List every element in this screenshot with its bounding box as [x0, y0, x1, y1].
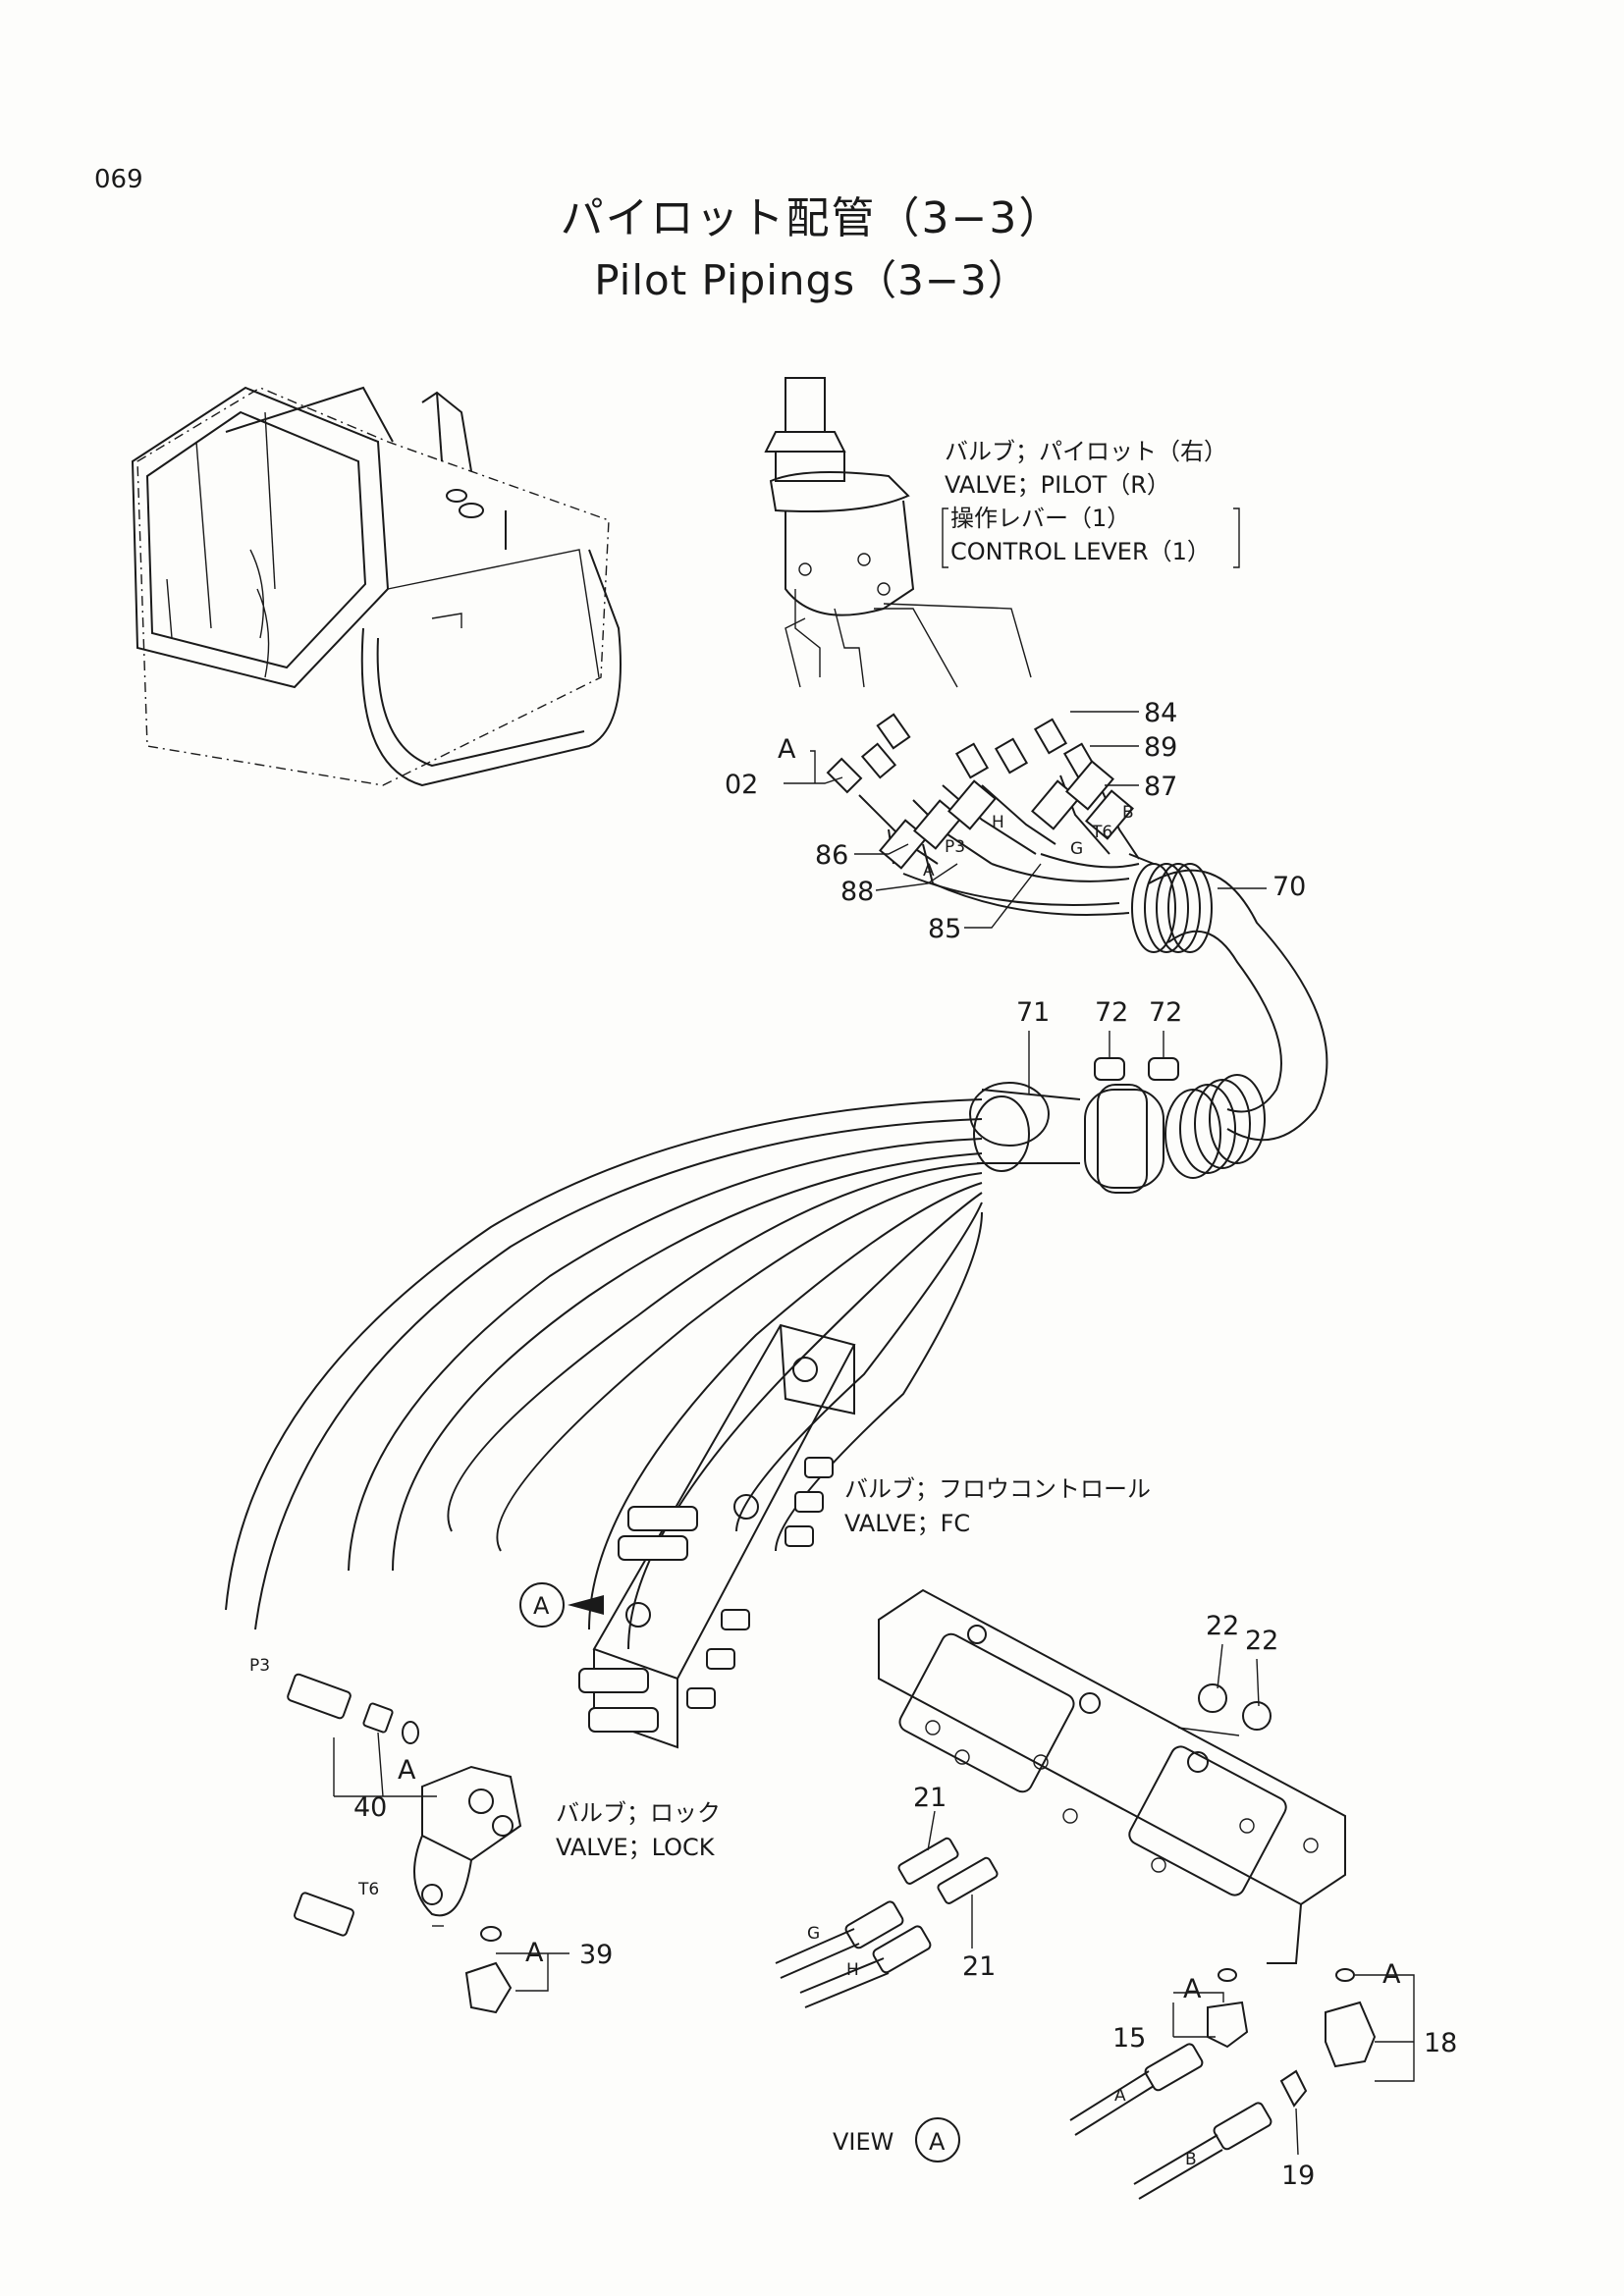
part-number-18: 18	[1424, 2028, 1457, 2058]
view-a-arrow	[568, 1595, 604, 1615]
part-number-39: 39	[579, 1940, 613, 1970]
bracket-left	[942, 507, 948, 568]
port-mark-a-hose: A	[923, 861, 935, 881]
view-a-caption: VIEW	[833, 2128, 893, 2156]
hose-bundle-lower	[225, 1057, 1266, 1650]
port-mark-a-view-hose: A	[1114, 2086, 1126, 2106]
control-lever-label-jp: 操作レバー（1）	[950, 505, 1130, 532]
bracket-right	[1233, 507, 1240, 568]
part-number-22a: 22	[1206, 1611, 1239, 1641]
view-a-detail	[775, 1588, 1377, 2200]
port-mark-a-lock-upper: A	[398, 1755, 416, 1786]
port-mark-p3-pilot: P3	[945, 837, 965, 857]
part-number-87: 87	[1144, 772, 1177, 802]
port-mark-t6-lock: T6	[357, 1880, 379, 1899]
fc-valve-label-en: VALVE；FC	[844, 1510, 970, 1537]
pilot-valve-label-jp: バルブ；パイロット（右）	[945, 438, 1227, 465]
excavator-upper-structure	[131, 386, 622, 787]
port-mark-b-pilot: B	[1122, 803, 1134, 823]
pilot-hose-fittings	[826, 713, 1140, 884]
port-mark-h-view: H	[846, 1960, 859, 1980]
port-mark-t6-pilot: T6	[1091, 823, 1112, 842]
part-number-89: 89	[1144, 732, 1177, 763]
part-number-88: 88	[840, 877, 874, 907]
lock-valve-label-en: VALVE；LOCK	[556, 1834, 716, 1861]
port-mark-a-pilot: A	[778, 734, 796, 765]
part-number-85: 85	[928, 914, 961, 944]
pilot-valve-right	[764, 377, 1032, 688]
page-title-jp: パイロット配管（3−3）	[560, 193, 1064, 243]
port-mark-a-lock-lower: A	[525, 1938, 544, 1968]
fc-valve-label-jp: バルブ；フロウコントロール	[844, 1475, 1151, 1503]
part-number-71: 71	[1016, 997, 1050, 1028]
port-mark-b-view: B	[1185, 2150, 1197, 2169]
view-a-caption-circle	[915, 2117, 960, 2163]
pilot-valve-label-en: VALVE；PILOT（R）	[945, 471, 1170, 499]
part-number-72a: 72	[1095, 997, 1128, 1028]
view-a-marker-letter: A	[533, 1592, 550, 1620]
control-lever-label-en: CONTROL LEVER（1）	[950, 538, 1211, 565]
part-number-40: 40	[353, 1792, 387, 1823]
page-title-en: Pilot Pipings（3−3）	[594, 256, 1030, 304]
port-mark-a-view-left: A	[1183, 1974, 1202, 2004]
part-number-19: 19	[1281, 2161, 1315, 2191]
part-number-70: 70	[1272, 872, 1306, 902]
page-number: 069	[94, 165, 143, 194]
port-mark-g-pilot: G	[1070, 839, 1083, 859]
hose-bundle-upper	[902, 853, 1328, 1142]
part-number-21b: 21	[962, 1951, 996, 1982]
port-mark-h-pilot: H	[992, 813, 1004, 832]
part-number-21a: 21	[913, 1783, 947, 1813]
part-number-02: 02	[725, 770, 758, 800]
lock-valve-label-jp: バルブ；ロック	[556, 1799, 721, 1827]
port-mark-g-view: G	[807, 1924, 820, 1944]
part-number-15: 15	[1112, 2023, 1146, 2054]
port-mark-p3-lock: P3	[249, 1656, 270, 1676]
part-number-86: 86	[815, 840, 848, 871]
leader-lines	[333, 711, 1415, 2156]
part-number-72b: 72	[1149, 997, 1182, 1028]
flow-control-valve	[578, 1323, 856, 1749]
port-mark-a-view-right: A	[1382, 1959, 1401, 1990]
part-number-22b: 22	[1245, 1626, 1278, 1656]
part-number-84: 84	[1144, 698, 1177, 728]
view-a-caption-letter: A	[929, 2128, 946, 2156]
view-a-marker-circle	[519, 1582, 565, 1628]
lock-valve	[287, 1673, 522, 2014]
